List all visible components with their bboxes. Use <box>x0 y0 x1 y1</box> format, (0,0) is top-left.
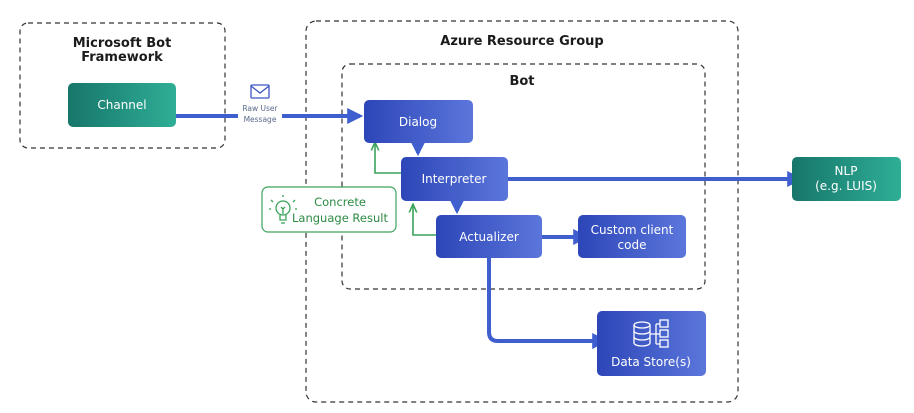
actualizer-label: Actualizer <box>459 230 519 244</box>
lightbulb-icon <box>269 195 297 224</box>
edge-actualizer-interpreter-return <box>413 205 436 236</box>
node-nlp[interactable]: NLP (e.g. LUIS) <box>792 157 901 201</box>
framework-title-line1: Microsoft Bot <box>73 36 172 51</box>
data-store-label: Data Store(s) <box>611 355 691 369</box>
note-text-line2: Language Result <box>292 211 388 225</box>
raw-user-label-line1: Raw User <box>242 104 278 113</box>
raw-user-message-label: Raw User Message <box>238 84 282 126</box>
group-azure-resource-group: Azure Resource Group <box>305 20 739 403</box>
channel-label: Channel <box>97 98 146 112</box>
dialog-label: Dialog <box>399 115 437 129</box>
node-custom-client-code[interactable]: Custom client code <box>578 215 686 258</box>
node-interpreter[interactable]: Interpreter <box>401 157 508 201</box>
interpreter-label: Interpreter <box>422 172 487 186</box>
note-text-line1: Concrete <box>314 195 366 209</box>
group-bot: Bot <box>341 63 706 290</box>
nlp-label-line2: (e.g. LUIS) <box>815 179 877 193</box>
concrete-language-result-note: Concrete Language Result <box>261 186 397 233</box>
edge-actualizer-data-store <box>487 258 609 349</box>
bot-title: Bot <box>509 74 534 89</box>
edge-interpreter-dialog-return <box>375 143 401 174</box>
envelope-icon <box>250 84 270 99</box>
custom-client-label-line1: Custom client <box>591 223 674 237</box>
group-microsoft-bot-framework: Microsoft Bot Framework <box>19 22 226 149</box>
framework-title-line2: Framework <box>81 50 163 65</box>
node-actualizer[interactable]: Actualizer <box>436 215 542 258</box>
node-channel[interactable]: Channel <box>68 83 176 127</box>
raw-user-label-line2: Message <box>244 115 277 124</box>
node-data-store[interactable]: Data Store(s) <box>597 311 706 376</box>
nlp-label-line1: NLP <box>835 164 858 178</box>
azure-title: Azure Resource Group <box>440 34 603 49</box>
database-icon <box>633 319 669 348</box>
custom-client-label-line2: code <box>618 238 647 252</box>
node-dialog[interactable]: Dialog <box>364 100 473 143</box>
